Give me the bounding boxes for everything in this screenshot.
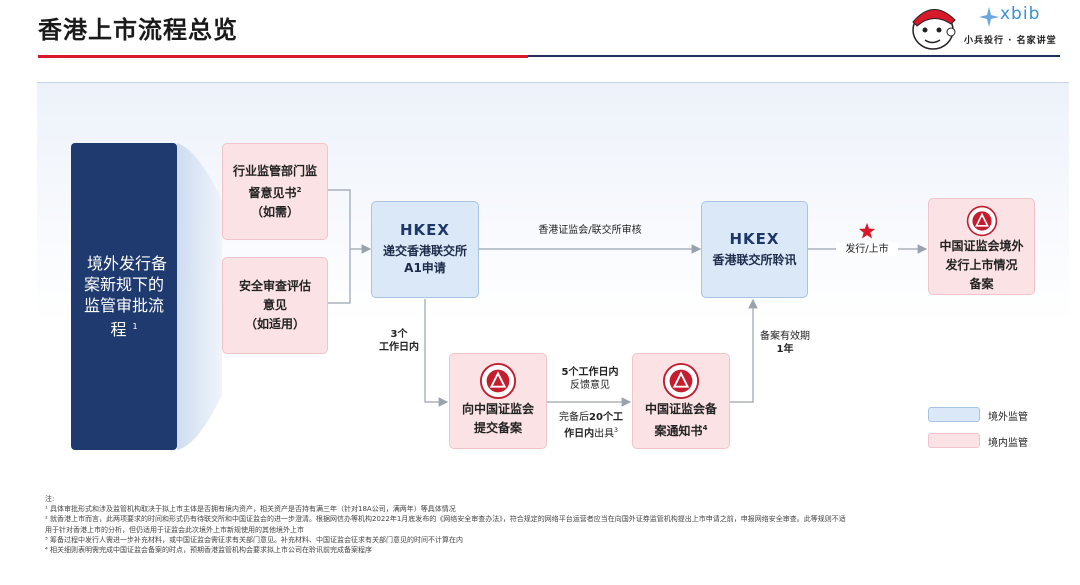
csrc-listing-report-box: 中国证监会境外 发行上市情况 备案 — [928, 198, 1035, 295]
box-line: （如需） — [250, 204, 299, 219]
footnote-ref: 1 — [132, 321, 138, 331]
box-line: 督意见书 — [248, 185, 297, 200]
listing-label: 发行/上市 — [836, 243, 898, 256]
box-line: 递交香港联交所 — [382, 244, 467, 258]
validity-label: 备案有效期 1年 — [754, 330, 816, 356]
three-days-label: 3个 工作日内 — [375, 328, 423, 354]
box-line: 提交备案 — [473, 421, 522, 435]
legend-label-domestic: 境内监管 — [988, 438, 1028, 449]
box-line: 备案 — [969, 277, 994, 291]
box-line: A1申请 — [404, 261, 446, 275]
process-title-text: 境外发行备案新规下的监管审批流程 — [83, 253, 167, 340]
footnote-heading: 注: — [45, 495, 55, 503]
listing-star-icon — [858, 222, 876, 239]
logo-text: xbib — [1000, 4, 1041, 24]
label-line: 反馈意见 — [570, 380, 610, 391]
csrc-seal-icon — [966, 205, 997, 237]
box-line: 发行上市情况 — [945, 258, 1018, 272]
label-line: 5个工作日内 — [561, 367, 619, 378]
label-line: 备案有效期 — [760, 331, 810, 342]
footnote-ref: 3 — [614, 427, 618, 434]
label-line: 3个 — [390, 329, 408, 340]
footnote-2-cont: 用于针对香港上市的分析，但仍适用于证监会此次境外上市新规使用的其他境外上市 — [45, 525, 304, 534]
csrc-filing-submission-box: 向中国证监会 提交备案 — [449, 353, 547, 449]
footnote-ref: 4 — [702, 424, 708, 432]
hkex-logo: HKEX — [729, 229, 780, 248]
label-line: 1年 — [776, 344, 794, 355]
review-label: 香港证监会/联交所审核 — [538, 225, 642, 236]
box-line: 向中国证监会 — [461, 402, 534, 416]
legend-swatch-domestic — [928, 433, 980, 448]
cartoon-soldier-logo-icon — [912, 9, 956, 50]
five-days-feedback-label: 5个工作日内 反馈意见 — [552, 366, 628, 392]
footnotes: 注: ¹ 具体审批形式和涉及监管机构取决于拟上市主体是否拥有境内资产，相关资产是… — [45, 494, 1065, 555]
csrc-seal-icon — [479, 362, 517, 400]
hkex-hearing-box: HKEX 香港联交所聆讯 — [701, 201, 808, 298]
footnote-2: ² 就香港上市而言，此两项要求的时间和形式仍有待联交所和中国证监会的进一步澄清。… — [45, 515, 846, 524]
page-title: 香港上市流程总览 — [38, 16, 238, 44]
title-underline-navy — [528, 55, 1060, 57]
xbib-star-icon — [979, 7, 999, 27]
box-line: 意见 — [262, 298, 287, 312]
box-line: 行业监管部门监 — [232, 163, 317, 178]
legend-swatch-overseas — [928, 407, 980, 422]
box-line: 中国证监会境外 — [939, 239, 1024, 253]
csrc-filing-notice-box: 中国证监会备 案通知书4 — [632, 353, 730, 449]
label-line: 工作日内 — [379, 342, 419, 353]
box-line: 安全审查评估 — [238, 279, 311, 293]
logo-subtitle: 小兵投行 · 名家讲堂 — [964, 36, 1057, 46]
box-line: 中国证监会备 — [644, 402, 717, 416]
hkex-a1-application-box: HKEX 递交香港联交所 A1申请 — [371, 201, 479, 298]
legend-label-overseas: 境外监管 — [988, 412, 1028, 423]
title-underline-red — [38, 55, 528, 58]
footnote-3: ³ 筹备过程中发行人需进一步补充材料，或中国证监会需征求有关部门意见。补充材料、… — [45, 535, 464, 544]
footnote-ref: 2 — [296, 185, 302, 194]
footnote-1: ¹ 具体审批形式和涉及监管机构取决于拟上市主体是否拥有境内资产，相关资产是否持有… — [45, 505, 456, 514]
industry-regulator-opinion-box: 行业监管部门监 督意见书2 （如需） — [222, 143, 328, 240]
security-review-box: 安全审查评估 意见 （如适用） — [222, 257, 328, 354]
twenty-days-label: 完备后20个工 作日内出具3 — [559, 412, 623, 440]
box-line: 案通知书 — [654, 424, 703, 438]
footnote-4: ⁴ 相关细则表明需完成中国证监会备案的时点，预期香港监管机构会要求拟上市公司在聆… — [45, 546, 373, 555]
box-line: 香港联交所聆讯 — [712, 252, 797, 267]
hkex-logo: HKEX — [400, 221, 450, 239]
box-line: （如适用） — [244, 317, 305, 331]
csrc-seal-icon — [662, 362, 700, 400]
